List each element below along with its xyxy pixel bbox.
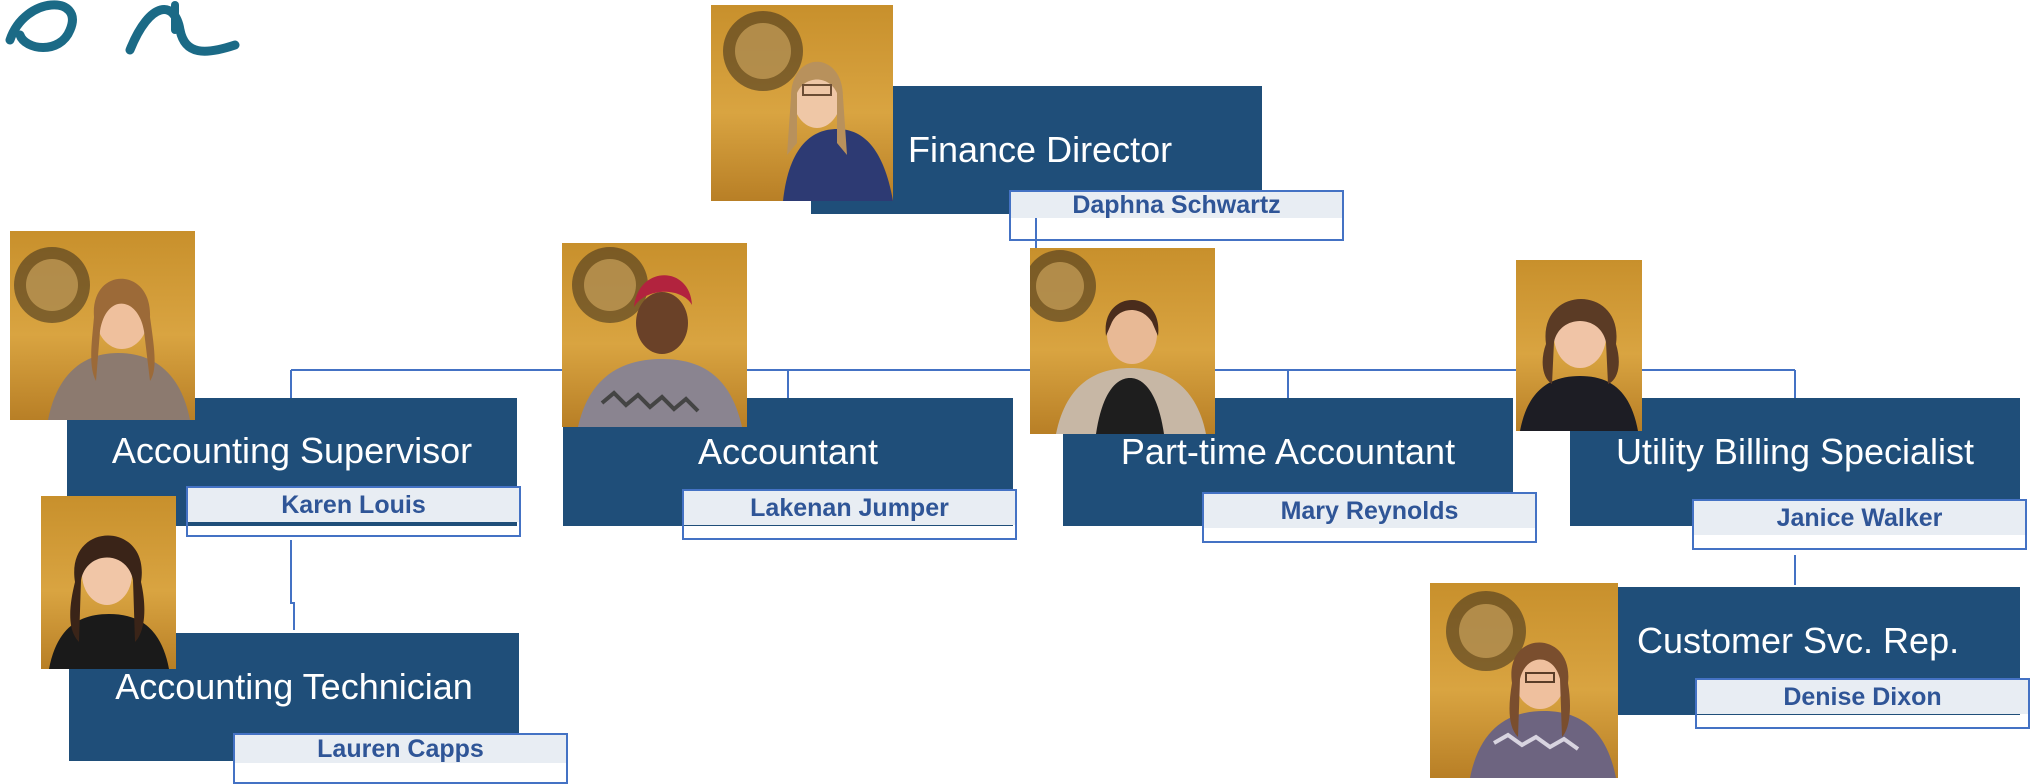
person-portrait-icon (1520, 299, 1638, 431)
utility-billing-specialist-name: Janice Walker (1694, 501, 2025, 535)
accounting-technician-title: Accounting Technician (115, 666, 473, 707)
accounting-supervisor-photo (10, 231, 195, 420)
accounting-technician-name: Lauren Capps (235, 735, 566, 763)
utility-billing-specialist-photo (1516, 260, 1642, 431)
customer-service-rep-name-box: Denise Dixon (1695, 678, 2030, 729)
accounting-technician-photo (41, 496, 176, 669)
accountant-name-box: Lakenan Jumper (682, 489, 1017, 540)
customer-service-rep-title: Customer Svc. Rep. (1637, 620, 1960, 661)
accountant-title: Accountant (697, 431, 879, 472)
accountant-name: Lakenan Jumper (684, 491, 1015, 525)
finance-director-title: Finance Director (908, 129, 1173, 170)
part-time-accountant-photo (1030, 248, 1215, 434)
finance-director-photo (711, 5, 893, 201)
part-time-accountant-title: Part-time Accountant (1120, 431, 1456, 472)
utility-billing-specialist-title: Utility Billing Specialist (1615, 431, 1975, 472)
utility-billing-specialist-name-box: Janice Walker (1692, 499, 2027, 550)
person-portrait-icon (14, 247, 190, 420)
person-portrait-icon (572, 247, 742, 427)
accounting-supervisor-title: Accounting Supervisor (111, 430, 473, 471)
finance-director-name: Daphna Schwartz (1011, 191, 1342, 219)
person-portrait-icon (1446, 591, 1616, 778)
customer-service-rep-photo (1430, 583, 1618, 778)
part-time-accountant-name: Mary Reynolds (1204, 494, 1535, 528)
part-time-accountant-name-box: Mary Reynolds (1202, 492, 1537, 543)
city-logo (5, 0, 240, 56)
customer-service-rep-name: Denise Dixon (1697, 680, 2028, 714)
finance-director-name-box: Daphna Schwartz (1009, 190, 1344, 241)
person-portrait-icon (1030, 250, 1206, 434)
accounting-technician-name-box: Lauren Capps (233, 733, 568, 784)
accountant-photo (562, 243, 747, 427)
person-portrait-icon (49, 535, 169, 669)
person-portrait-icon (723, 11, 893, 201)
accounting-supervisor-name-box: Karen Louis (186, 486, 521, 537)
accounting-supervisor-name: Karen Louis (188, 488, 519, 522)
